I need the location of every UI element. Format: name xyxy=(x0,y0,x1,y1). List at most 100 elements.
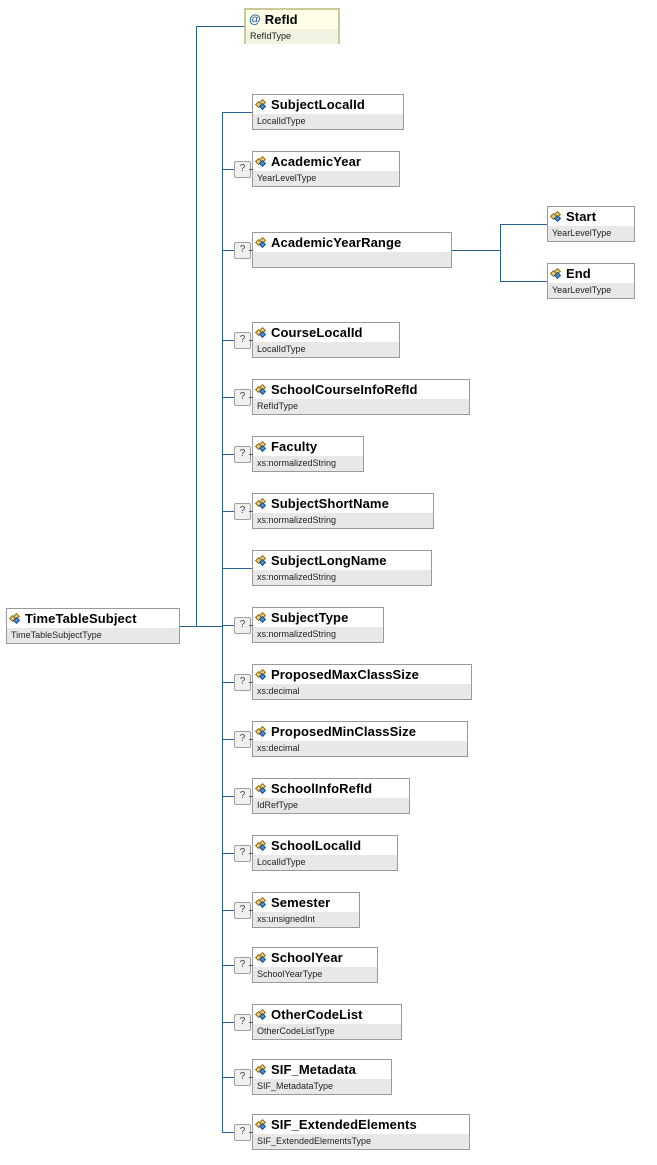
node-title: AcademicYear xyxy=(253,152,399,171)
node-type: xs:unsignedInt xyxy=(257,914,316,924)
node-child-semester[interactable]: Semester xs:unsignedInt xyxy=(252,892,360,928)
node-title: ProposedMinClassSize xyxy=(253,722,467,741)
node-name: ProposedMaxClassSize xyxy=(271,667,419,682)
node-name: TimeTableSubject xyxy=(25,611,137,626)
element-icon xyxy=(254,951,267,963)
node-name: SchoolLocalId xyxy=(271,838,362,853)
connector-line xyxy=(500,224,501,281)
node-name: RefId xyxy=(264,12,298,27)
element-icon xyxy=(254,98,267,110)
node-title: SchoolCourseInfoRefId xyxy=(253,380,469,399)
connector-line xyxy=(180,626,222,627)
optional-marker: ? xyxy=(234,1069,251,1086)
optional-marker: ? xyxy=(234,617,251,634)
connector-line xyxy=(222,739,234,740)
element-icon xyxy=(254,611,267,623)
connector-line xyxy=(222,112,223,1132)
connector-line xyxy=(249,965,253,966)
node-name: OtherCodeList xyxy=(271,1007,363,1022)
node-name: SIF_Metadata xyxy=(271,1062,357,1077)
connector-line xyxy=(222,965,234,966)
connector-line xyxy=(196,26,197,626)
node-type: YearLevelType xyxy=(552,285,612,295)
connector-line xyxy=(222,169,234,170)
node-title: Semester xyxy=(253,893,359,912)
node-name: AcademicYear xyxy=(271,154,362,169)
element-icon xyxy=(254,554,267,566)
node-child-subjecttype[interactable]: SubjectType xs:normalizedString xyxy=(252,607,384,643)
element-icon xyxy=(8,612,21,624)
connector-line xyxy=(222,568,252,569)
connector-line xyxy=(222,250,234,251)
node-title: SIF_ExtendedElements xyxy=(253,1115,469,1134)
node-type: RefIdType xyxy=(246,29,338,44)
node-name: SchoolCourseInfoRefId xyxy=(271,382,418,397)
node-name: SchoolYear xyxy=(271,950,343,965)
connector-line xyxy=(222,625,234,626)
node-name: AcademicYearRange xyxy=(271,235,402,250)
connector-line xyxy=(249,625,253,626)
node-type: TimeTableSubjectType xyxy=(11,630,102,640)
element-icon xyxy=(254,725,267,737)
node-title: SchoolInfoRefId xyxy=(253,779,409,798)
node-title: CourseLocalId xyxy=(253,323,399,342)
node-name: ProposedMinClassSize xyxy=(271,724,417,739)
node-name: SubjectLongName xyxy=(271,553,387,568)
node-type: LocalIdType xyxy=(257,857,306,867)
node-type: xs:normalizedString xyxy=(257,515,337,525)
node-name: SchoolInfoRefId xyxy=(271,781,373,796)
connector-line xyxy=(222,454,234,455)
element-icon xyxy=(254,497,267,509)
element-icon xyxy=(254,155,267,167)
node-title: AcademicYearRange xyxy=(253,233,451,252)
connector-line xyxy=(249,511,253,512)
node-name: Semester xyxy=(271,895,331,910)
element-icon xyxy=(254,236,267,248)
element-icon xyxy=(254,1118,267,1130)
connector-line xyxy=(249,682,253,683)
connector-line xyxy=(222,112,252,113)
connector-line xyxy=(249,169,253,170)
connector-line xyxy=(249,454,253,455)
node-child-proposedminclasssize[interactable]: ProposedMinClassSize xs:decimal xyxy=(252,721,468,757)
node-title: End xyxy=(548,264,634,283)
connector-line xyxy=(222,910,234,911)
connector-line xyxy=(222,853,234,854)
node-name: SIF_ExtendedElements xyxy=(271,1117,417,1132)
node-type: xs:normalizedString xyxy=(257,629,337,639)
node-child-academicyearrange[interactable]: AcademicYearRange xyxy=(252,232,452,268)
connector-line xyxy=(222,1022,234,1023)
connector-line xyxy=(222,1132,234,1133)
node-title: SchoolLocalId xyxy=(253,836,397,855)
attribute-icon: @ xyxy=(249,12,261,26)
node-title: SubjectLocalId xyxy=(253,95,403,114)
node-title: SubjectType xyxy=(253,608,383,627)
node-name: Faculty xyxy=(271,439,318,454)
node-type: SIF_MetadataType xyxy=(257,1081,334,1091)
connector-line xyxy=(222,340,234,341)
node-type: xs:decimal xyxy=(257,743,300,753)
connector-line xyxy=(222,511,234,512)
node-title: TimeTableSubject xyxy=(7,609,179,628)
connector-line xyxy=(249,397,253,398)
connector-line xyxy=(222,796,234,797)
